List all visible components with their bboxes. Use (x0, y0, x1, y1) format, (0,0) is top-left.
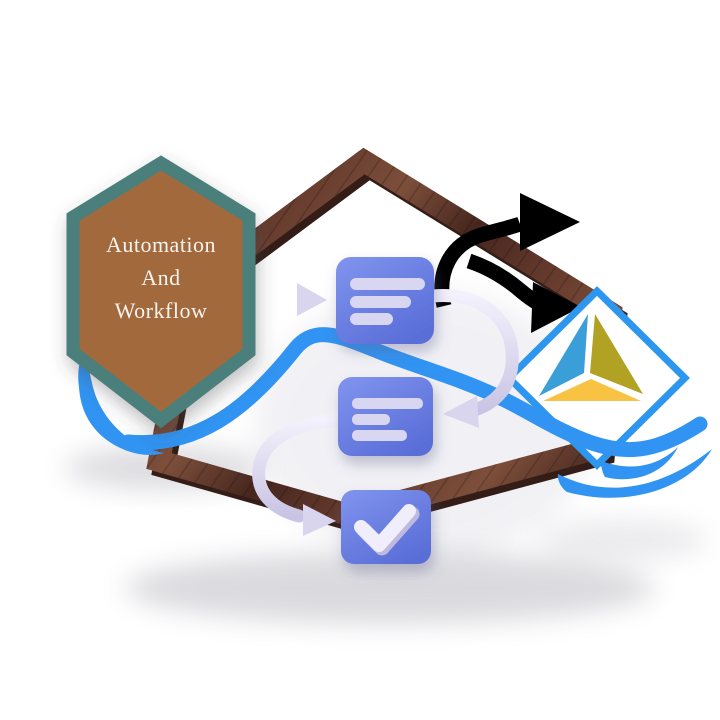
branch-arrow-upper-stem (434, 216, 523, 308)
blue-swoosh-ribbons (78, 327, 712, 498)
ground-shadow-center (125, 552, 655, 624)
branch-arrows-icon (434, 193, 581, 333)
card-text-bar (350, 313, 393, 325)
hexagon-badge: Automation And Workflow (66, 155, 256, 429)
branch-arrow-upper-head (520, 193, 580, 251)
card-text-bar (350, 296, 411, 308)
badge-title-line2: And (141, 265, 180, 290)
swoosh-main-ribbon (120, 327, 708, 458)
card-text-bar (352, 398, 423, 409)
flow-arrow-1-head (297, 283, 327, 316)
pyramid-bottom-face (543, 379, 641, 401)
badge-title-line3: Workflow (115, 298, 208, 323)
pyramid-left-face (539, 314, 588, 396)
check-icon (354, 504, 416, 552)
swoosh-tail-1 (601, 447, 678, 480)
flow-arrow-badge-to-card1 (242, 283, 327, 316)
flow-arrow-2-shaft (426, 289, 519, 418)
task-card-2 (338, 377, 433, 456)
card-text-bar (352, 414, 390, 425)
branch-arrow-lower-head (531, 282, 581, 333)
flow-arrow-2-head (443, 396, 479, 428)
check-card (341, 490, 431, 564)
flow-arrow-card1-to-card2 (426, 289, 519, 428)
flow-arrow-3-head (303, 504, 336, 536)
badge-title-line1: Automation (106, 232, 216, 257)
flow-arrow-3-shaft (252, 413, 347, 523)
flow-arrow-card2-to-check (252, 413, 347, 536)
hexagon-badge-shape (66, 155, 256, 429)
pyramid-right-face (590, 314, 643, 394)
card-text-bar (350, 278, 425, 290)
swoosh-tail-2 (557, 449, 712, 498)
ground-shadow-right (537, 520, 707, 560)
task-card-1 (336, 257, 434, 344)
flow-arrows (242, 283, 519, 536)
card-text-bar (352, 430, 407, 441)
